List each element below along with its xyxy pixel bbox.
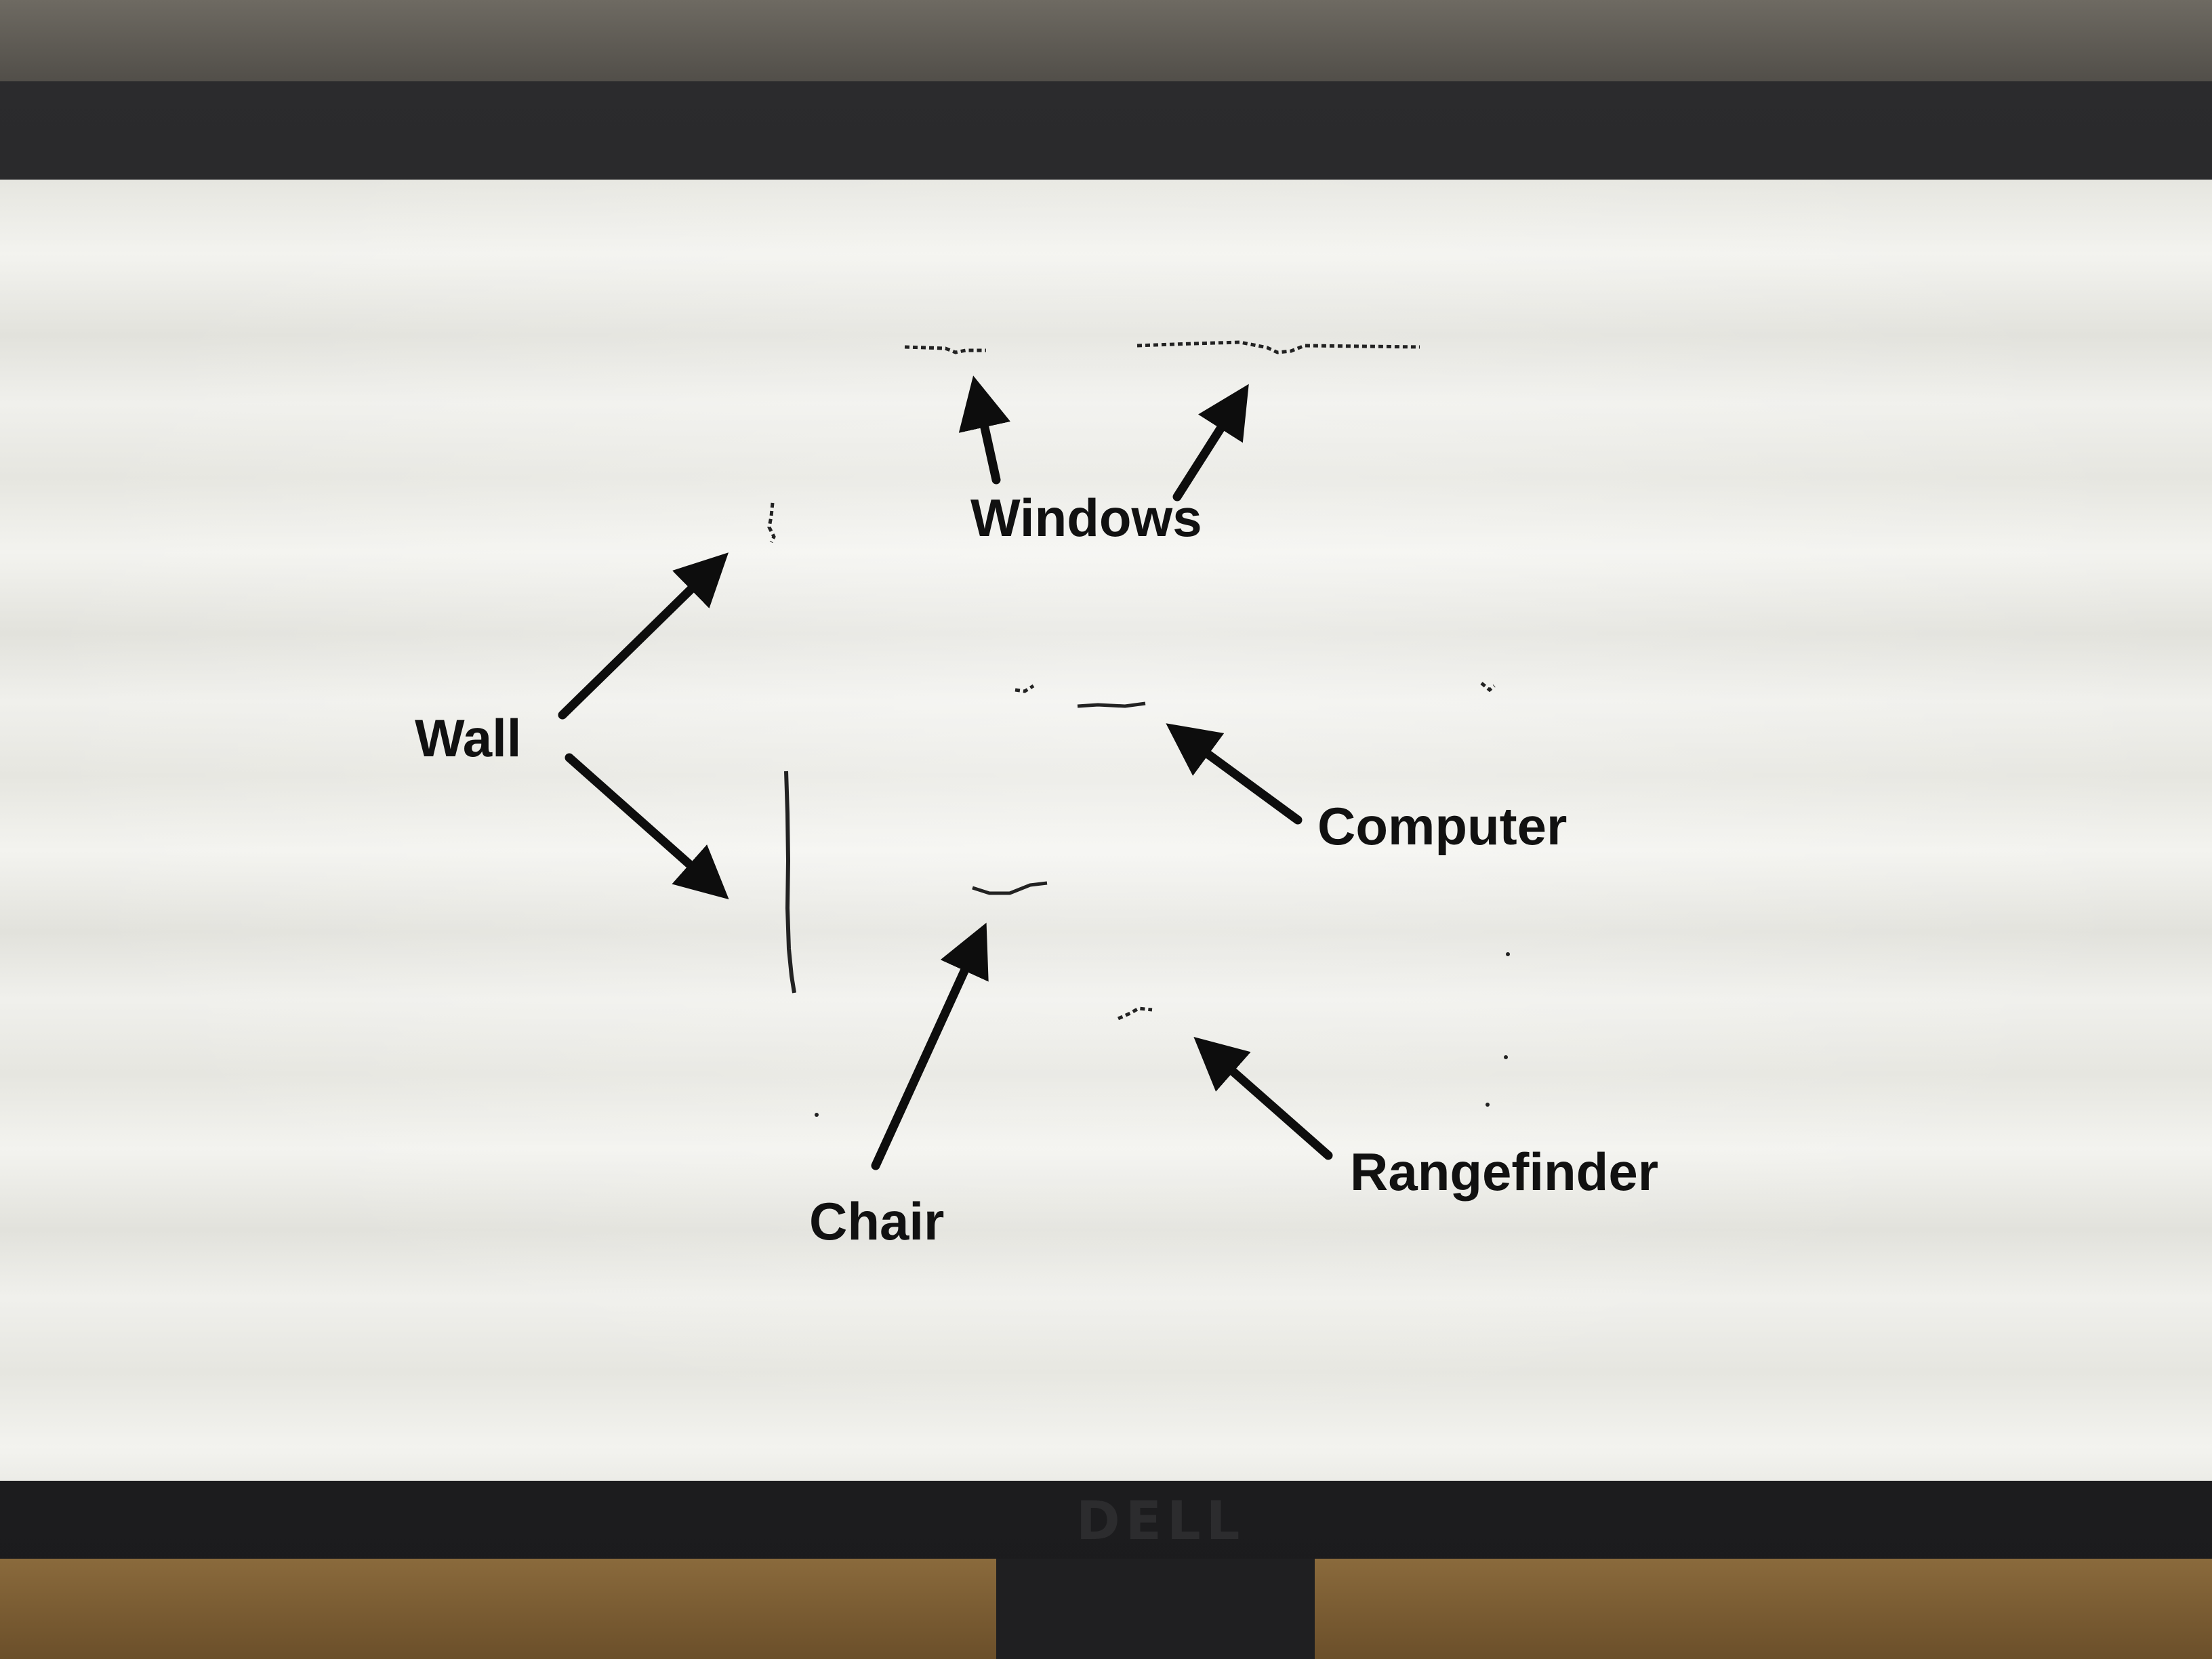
- scan-window-right: [1136, 340, 1420, 354]
- label-computer: Computer: [1317, 796, 1568, 856]
- scan-point: [1504, 1055, 1508, 1059]
- scan-computer: [1077, 701, 1146, 708]
- monitor-brand-logo: DELL: [1076, 1491, 1246, 1552]
- scan-window-left: [904, 345, 986, 354]
- monitor-stand: [996, 1559, 1315, 1659]
- room-wall-background: [0, 0, 2212, 95]
- scan-wall-upper: [767, 502, 776, 544]
- label-windows: Windows: [970, 488, 1202, 548]
- arrow-wall-lower: [565, 753, 729, 900]
- label-chair: Chair: [809, 1191, 945, 1251]
- scan-chair: [972, 881, 1048, 895]
- scan-computer-left: [1015, 684, 1035, 693]
- arrow-rangefinder: [1193, 1036, 1333, 1160]
- scan-points: [767, 340, 1510, 1117]
- screen-glare: [0, 180, 2212, 1481]
- scan-point: [1506, 952, 1510, 956]
- scan-right-fragment: [1480, 682, 1496, 693]
- arrow-wall-upper: [558, 552, 729, 720]
- arrow-computer: [1166, 723, 1303, 825]
- label-wall: Wall: [415, 708, 522, 768]
- arrow-chair: [871, 922, 989, 1170]
- scan-point: [1486, 1103, 1490, 1107]
- scan-point: [815, 1113, 819, 1117]
- annotation-arrows: [558, 375, 1333, 1170]
- arrow-windows-right: [1172, 384, 1249, 501]
- scan-rangefinder: [1117, 1006, 1153, 1021]
- label-rangefinder: Rangefinder: [1350, 1142, 1659, 1202]
- scan-wall-lower: [784, 771, 796, 994]
- monitor-screen: [0, 180, 2212, 1481]
- arrow-windows-left: [958, 375, 1010, 485]
